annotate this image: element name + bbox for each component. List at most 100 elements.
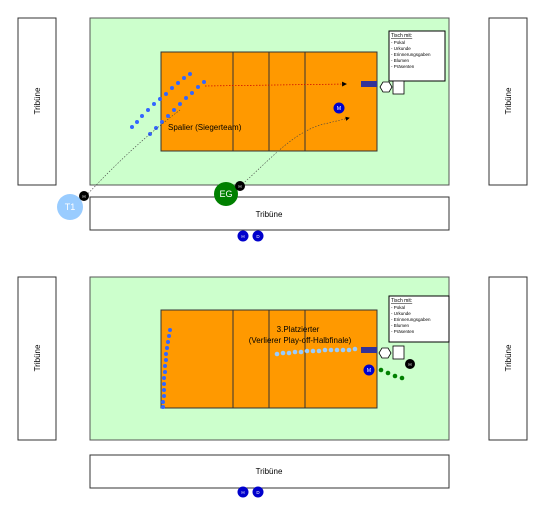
bottom-ceremony-table xyxy=(361,347,377,353)
player-dot xyxy=(146,108,150,112)
top-stand-right xyxy=(488,17,528,186)
top-ceremony-table xyxy=(361,81,377,87)
player-dot xyxy=(184,96,188,100)
bottom-stand-bottom xyxy=(89,454,450,489)
bottom-podium-hexagon xyxy=(378,347,392,359)
top-marker-eg xyxy=(214,182,238,206)
top-marker-eg-h-label: H xyxy=(238,184,241,189)
bottom-diagram: Tribüne Tribüne Tribüne Tisch mit: - Pok… xyxy=(17,276,528,498)
player-dot xyxy=(188,72,192,76)
top-court-caption: Spalier (Siegerteam) xyxy=(168,123,242,132)
delegate-dot xyxy=(392,373,398,379)
player-dot xyxy=(130,125,134,129)
player-dot xyxy=(140,114,144,118)
player-dot xyxy=(162,394,166,398)
delegate-dot xyxy=(385,370,391,376)
top-podium-hexagon xyxy=(379,81,393,93)
top-official-h-label: H xyxy=(241,234,244,239)
player-dot xyxy=(286,350,292,356)
bottom-official-h xyxy=(237,486,249,498)
top-official-h xyxy=(237,230,249,242)
player-dot xyxy=(170,86,174,90)
player-dot xyxy=(202,80,206,84)
bottom-marker-h xyxy=(405,359,415,369)
player-dot xyxy=(154,126,158,130)
player-dot xyxy=(166,340,170,344)
bottom-official-m xyxy=(363,364,375,376)
bottom-team-third-place-row xyxy=(274,346,358,357)
bottom-table-item: - Präsenten xyxy=(391,329,415,334)
player-dot xyxy=(164,358,168,362)
player-dot xyxy=(182,76,186,80)
top-table-title: Tisch mit: xyxy=(391,33,412,39)
player-dot xyxy=(172,108,176,112)
bottom-stand-left xyxy=(17,276,57,441)
bottom-court-caption-line1: 3.Platzierter xyxy=(277,325,320,334)
player-dot xyxy=(190,91,194,95)
bottom-table-title: Tisch mit: xyxy=(391,298,412,304)
top-stand-left-label: Tribüne xyxy=(33,87,42,114)
player-dot xyxy=(135,120,139,124)
top-official-m-label: M xyxy=(337,106,341,112)
top-team-formation xyxy=(130,72,206,136)
player-dot xyxy=(161,405,165,409)
player-dot xyxy=(168,328,172,332)
top-table-item: - Erinnerungsgaben xyxy=(391,52,431,57)
bottom-stand-right-label: Tribüne xyxy=(504,344,513,371)
player-dot xyxy=(310,348,316,354)
bottom-table-item: - Blumen xyxy=(391,323,410,328)
player-dot xyxy=(280,350,286,356)
bottom-table-item: - Erinnerungsgaben xyxy=(391,317,431,322)
player-dot xyxy=(163,370,167,374)
top-table-item: - Urkunde xyxy=(391,46,411,51)
bottom-gift-box xyxy=(392,345,405,360)
top-stand-left xyxy=(17,17,57,186)
top-stand-bottom-label: Tribüne xyxy=(256,210,283,219)
bottom-official-m-label: M xyxy=(367,368,371,374)
top-path-t1-entry xyxy=(81,109,181,201)
player-dot xyxy=(304,348,310,354)
top-marker-eg-h xyxy=(235,181,245,191)
bottom-stand-left-label: Tribüne xyxy=(33,344,42,371)
player-dot xyxy=(328,347,334,353)
player-dot xyxy=(164,352,168,356)
top-stand-bottom xyxy=(89,196,450,231)
player-dot xyxy=(178,102,182,106)
player-dot xyxy=(152,102,156,106)
player-dot xyxy=(167,334,171,338)
top-path-to-table xyxy=(204,81,347,87)
player-dot xyxy=(322,347,328,353)
player-dot xyxy=(334,347,340,353)
top-marker-eg-label: EG xyxy=(219,189,232,199)
bottom-table-item: - Pokal xyxy=(391,305,405,310)
top-official-m xyxy=(333,102,345,114)
player-dot xyxy=(298,349,304,355)
player-dot xyxy=(161,400,165,404)
top-gift-box xyxy=(392,80,405,95)
bottom-court-caption-line2: (Verlierer Play-off-Halbfinale) xyxy=(249,336,352,345)
player-dot xyxy=(165,346,169,350)
top-marker-t1-label: T1 xyxy=(65,202,76,212)
top-diagram: Tribüne Tribüne Tribüne Tisch mit: - Pok… xyxy=(17,17,528,242)
top-table-item: - Präsenten xyxy=(391,64,415,69)
bottom-table-item: - Urkunde xyxy=(391,311,411,316)
player-dot xyxy=(316,348,322,354)
top-table-box xyxy=(388,30,446,82)
player-dot xyxy=(352,346,358,352)
player-dot xyxy=(162,376,166,380)
bottom-official-h-label: H xyxy=(241,490,244,495)
player-dot xyxy=(162,382,166,386)
delegate-dot xyxy=(399,375,405,381)
bottom-table-box xyxy=(388,295,450,343)
top-marker-t1-h xyxy=(79,191,89,201)
top-marker-t1-h-label: H xyxy=(82,194,85,199)
top-table-item: - Pokal xyxy=(391,40,405,45)
player-dot xyxy=(164,92,168,96)
bottom-official-d xyxy=(252,486,264,498)
player-dot xyxy=(292,349,298,355)
player-dot xyxy=(176,81,180,85)
bottom-official-d-label: D xyxy=(256,490,260,495)
top-marker-t1 xyxy=(57,194,83,220)
top-official-d xyxy=(252,230,264,242)
player-dot xyxy=(340,347,346,353)
